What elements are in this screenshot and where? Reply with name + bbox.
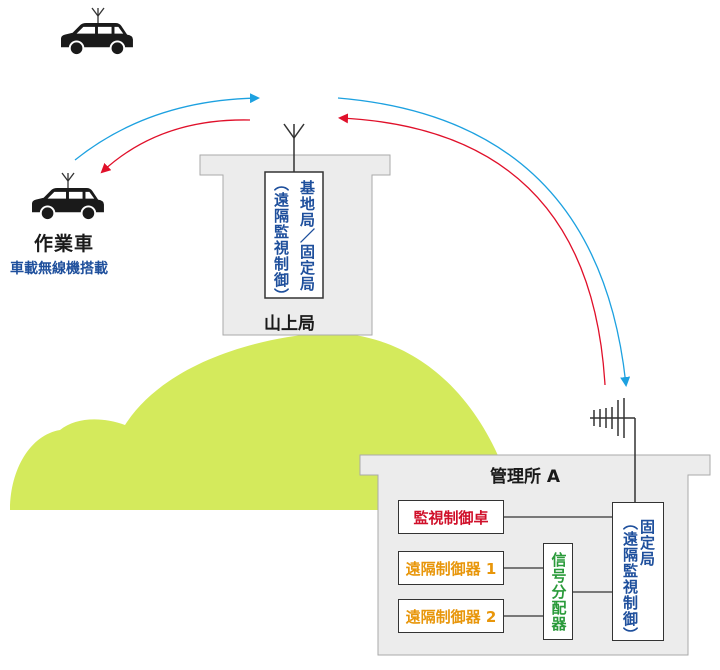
signal-distributor-label: 信号分配器 xyxy=(549,551,568,632)
work-vehicle-subtitle: 車載無線機搭載 xyxy=(10,261,108,277)
top-vehicle-icon xyxy=(60,7,134,57)
office-wiring xyxy=(503,516,612,617)
fixed-station-label-col2: （遠隔監視制御） xyxy=(621,515,639,643)
mountain-equipment-col2: （遠隔監視制御） xyxy=(272,176,290,304)
mountain-equipment-box xyxy=(264,171,324,299)
work-vehicle-title: 作業車 xyxy=(34,233,95,255)
fixed-station-label-col1: 固定局 xyxy=(638,519,656,567)
console-box: 監視制御卓 xyxy=(398,500,504,534)
fixed-station-box: 固定局 （遠隔監視制御） xyxy=(612,502,664,643)
downlink-arrow-right xyxy=(338,113,606,386)
mountain-antenna-icon xyxy=(283,123,305,176)
signal-distributor-box: 信号分配器 xyxy=(543,543,573,640)
remote-controller-1-label: 遠隔制御器 1 xyxy=(405,559,497,578)
uplink-arrow-right xyxy=(337,97,631,387)
remote-controller-1-box: 遠隔制御器 1 xyxy=(398,551,504,585)
downlink-arrow-left xyxy=(100,119,251,174)
mountain-station-name: 山上局 xyxy=(264,314,315,334)
console-label: 監視制御卓 xyxy=(413,508,489,527)
remote-controller-2-label: 遠隔制御器 2 xyxy=(405,607,497,626)
office-name: 管理所 A xyxy=(490,467,561,487)
yagi-antenna-icon xyxy=(590,398,636,502)
mountain-equipment-col1: 基地局／固定局 xyxy=(298,180,316,292)
uplink-arrow-left xyxy=(74,93,260,161)
work-vehicle-icon xyxy=(31,172,105,222)
remote-controller-2-box: 遠隔制御器 2 xyxy=(398,599,504,633)
